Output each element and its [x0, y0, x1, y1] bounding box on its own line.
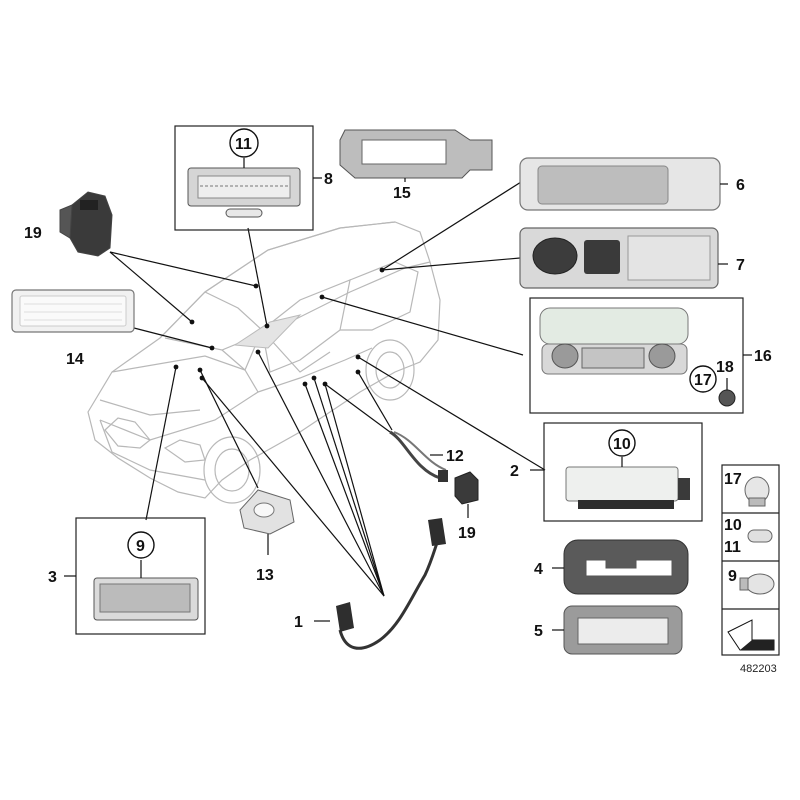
part-7-console[interactable] — [519, 227, 728, 289]
label-13: 13 — [256, 567, 274, 584]
legend-label-10: 10 — [724, 517, 742, 534]
part-8-interior-light[interactable] — [187, 158, 301, 218]
legend-label-11: 11 — [724, 539, 741, 556]
label-11: 11 — [235, 136, 252, 153]
badge-11 — [229, 128, 259, 158]
label-1: 1 — [294, 614, 303, 631]
part-6-lamp[interactable] — [519, 157, 728, 211]
label-4: 4 — [534, 561, 543, 578]
part-12-cable[interactable] — [389, 430, 448, 482]
part-18-bulb-socket[interactable] — [718, 378, 736, 407]
part-5-frame[interactable] — [552, 605, 683, 655]
box-part-8 — [174, 125, 322, 231]
part-15-bracket[interactable] — [339, 129, 493, 182]
part-19-connector-bottom[interactable] — [454, 471, 479, 518]
label-18: 18 — [716, 359, 734, 376]
leader-lines — [109, 169, 546, 597]
box-part-3 — [64, 517, 206, 635]
part-14-lamp[interactable] — [11, 289, 135, 333]
label-15: 15 — [393, 185, 411, 202]
badge-10 — [608, 429, 636, 457]
leader-dots — [173, 267, 385, 387]
part-16-overhead-console[interactable] — [539, 307, 689, 375]
label-7: 7 — [736, 257, 745, 274]
part-2-lamp[interactable] — [565, 457, 690, 509]
box-part-2 — [530, 422, 703, 522]
badge-9 — [127, 531, 155, 559]
label-12: 12 — [446, 448, 464, 465]
box-part-16 — [529, 297, 752, 414]
label-2: 2 — [510, 463, 519, 480]
label-19-bottom: 19 — [458, 525, 476, 542]
part-4-gasket[interactable] — [552, 539, 689, 595]
label-5: 5 — [534, 623, 543, 640]
label-9: 9 — [136, 538, 145, 555]
label-10: 10 — [613, 436, 631, 453]
part-19-connector-top[interactable] — [59, 191, 113, 257]
legend-label-17: 17 — [724, 471, 742, 488]
label-16: 16 — [754, 348, 772, 365]
label-8: 8 — [324, 171, 333, 188]
part-13-lamp[interactable] — [239, 489, 295, 555]
label-3: 3 — [48, 569, 57, 586]
legend-label-9: 9 — [728, 568, 737, 585]
badge-17-in-16 — [689, 365, 717, 393]
part-3-lamp[interactable] — [93, 560, 199, 621]
label-14: 14 — [66, 351, 84, 368]
label-17-in-16: 17 — [694, 372, 712, 389]
bulb-legend-labels: 17 10 11 9 — [724, 471, 742, 585]
bulb-legend — [721, 464, 780, 656]
diagram-code: 482203 — [740, 663, 777, 675]
label-6: 6 — [736, 177, 745, 194]
label-19-top: 19 — [24, 225, 42, 242]
part-1-wiring-harness[interactable] — [314, 518, 446, 650]
callout-labels: 19 14 11 8 15 6 7 16 18 17 10 2 12 19 4 … — [24, 136, 772, 640]
